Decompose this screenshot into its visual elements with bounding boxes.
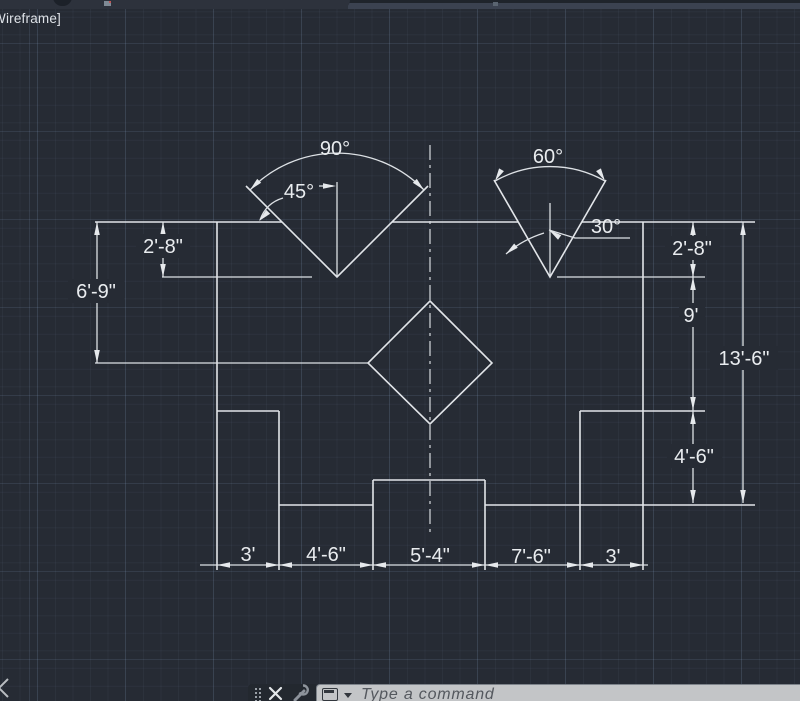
ucs-icon	[0, 678, 9, 698]
tab-icon	[493, 2, 498, 6]
dim-label-60: 60°	[533, 146, 563, 168]
dim-label-right-notch: 2'-8"	[672, 238, 712, 260]
wrench-icon[interactable]	[293, 684, 309, 701]
dimension-angle-60[interactable]: 60°	[493, 146, 608, 182]
dimension-angle-45[interactable]: 45°	[257, 181, 336, 223]
dimension-angle-90[interactable]: 90°	[248, 138, 426, 192]
close-icon[interactable]	[268, 686, 283, 701]
command-prompt-icon[interactable]	[322, 688, 338, 701]
command-placeholder: Type a command	[361, 686, 495, 701]
dim-label-right-total: 13'-6"	[719, 348, 770, 370]
dim-label-right-step: 4'-6"	[674, 446, 714, 468]
part-outline[interactable]	[95, 179, 755, 570]
command-bar-icons	[268, 684, 309, 701]
dim-label-bottom-1: 3'	[241, 544, 256, 566]
dim-label-90: 90°	[320, 138, 350, 160]
diamond-shape[interactable]	[366, 299, 494, 426]
tab-bar-background	[348, 0, 800, 9]
tab-modified-icon	[104, 1, 111, 6]
drawing-canvas[interactable]	[0, 9, 800, 701]
command-input[interactable]: Type a command	[316, 684, 800, 701]
dim-label-left-height: 6'-9"	[76, 281, 116, 303]
dimension-right-chain[interactable]: 2'-8" 9' 4'-6"	[665, 222, 722, 503]
dim-label-45: 45°	[284, 181, 314, 203]
drawing-tab-bar[interactable]	[0, 0, 800, 9]
dimension-bottom-chain[interactable]: 3' 4'-6" 5'-4" 7'-6" 3'	[200, 544, 648, 568]
dim-label-left-notch: 2'-8"	[143, 236, 183, 258]
dimension-right-total[interactable]: 13'-6"	[710, 222, 778, 503]
command-bar-tools	[248, 684, 316, 701]
dim-label-right-mid: 9'	[684, 305, 699, 327]
active-tab-curve	[334, 0, 350, 9]
dim-label-bottom-2: 4'-6"	[306, 544, 346, 566]
dim-label-30: 30°	[591, 216, 621, 238]
viewport-control-label[interactable]: Wireframe]	[0, 11, 62, 26]
dimension-angle-30[interactable]: 30°	[504, 216, 630, 256]
dim-label-bottom-4: 7'-6"	[511, 546, 551, 568]
dim-label-bottom-3: 5'-4"	[410, 545, 450, 567]
command-bar: Type a command	[248, 682, 800, 701]
dimension-left-height[interactable]: 6'-9"	[68, 222, 124, 363]
tab-separator-notch	[53, 0, 72, 6]
dim-label-bottom-5: 3'	[606, 546, 621, 568]
chevron-down-icon[interactable]	[344, 693, 352, 698]
dimension-left-notch-depth[interactable]: 2'-8"	[136, 222, 190, 277]
